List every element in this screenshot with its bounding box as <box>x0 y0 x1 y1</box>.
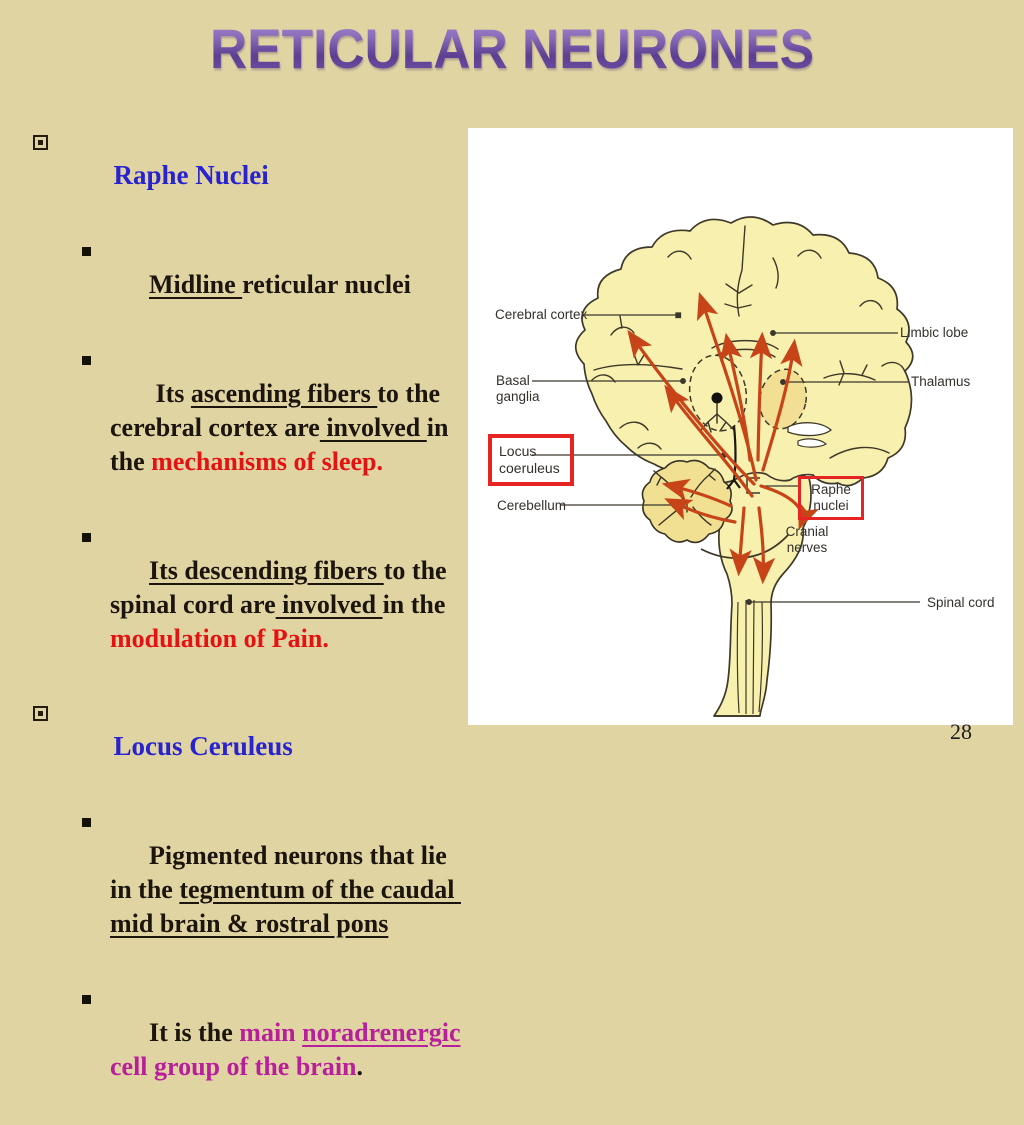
list-item-descending-fibers: Its descending fibers to the spinal cord… <box>0 520 462 690</box>
level1-bullet-icon <box>33 706 48 721</box>
midline-raphe-line <box>726 425 741 490</box>
text-segment: Its descending fibers <box>149 556 384 585</box>
level1-bullet-icon <box>33 135 48 150</box>
text-segment: Midline <box>149 270 243 299</box>
pathway-arrows <box>627 291 820 585</box>
text-segment: mechanisms of sleep. <box>151 447 383 476</box>
label-thalamus: Thalamus <box>911 374 971 389</box>
level2-bullet-icon <box>82 995 91 1004</box>
slide: RETICULAR NEURONES Raphe Nuclei Midline … <box>33 18 1013 1081</box>
text-segment: involved <box>275 590 383 619</box>
text-segment: in the <box>382 590 452 619</box>
cerebrum-shape <box>574 216 914 487</box>
basal-ganglia-region <box>688 354 748 433</box>
list-item-locus-ceruleus: Locus Ceruleus <box>0 697 478 796</box>
text-segment: in the <box>110 413 455 476</box>
text-segment: to the cerebral cortex are <box>110 379 447 442</box>
text-segment: noradrenergic <box>302 1018 461 1047</box>
text-segment: to the spinal cord are <box>110 556 454 619</box>
bullet-inner-square <box>38 711 43 716</box>
list-item-raphe-nuclei: Raphe Nuclei <box>0 126 478 225</box>
text-segment: Its <box>149 379 191 408</box>
bullet-inner-square <box>38 140 43 145</box>
page-title: RETICULAR NEURONES <box>41 18 983 80</box>
bullet-list: Raphe Nuclei Midline reticular nuclei It… <box>0 126 478 1125</box>
text-segment: involved <box>319 413 427 442</box>
label-limbic-lobe: Limbic lobe <box>900 325 969 340</box>
level2-bullet-icon <box>82 533 91 542</box>
brain-figure-svg <box>532 216 920 717</box>
text-segment: . <box>356 1052 364 1081</box>
label-spinal-cord: Spinal cord <box>927 595 995 610</box>
raphe-nuclei-box: Raphe nuclei <box>798 476 864 520</box>
text-segment: main <box>239 1018 303 1047</box>
label-cerebral-cortex: Cerebral cortex <box>495 307 588 322</box>
page-number: 28 <box>950 719 972 744</box>
text-segment: reticular nuclei <box>242 270 411 299</box>
slide-canvas: { "slide": { "title": "RETICULAR NEURONE… <box>33 17 1013 1081</box>
list-item-ascending-fibers: Its ascending fibers to the cerebral cor… <box>0 343 462 513</box>
text-segment: ascending fibers <box>190 379 378 408</box>
heading-text: Raphe Nuclei <box>113 160 269 190</box>
locus-dot <box>711 392 723 404</box>
list-item-noradrenergic: It is the main noradrenergic cell group … <box>0 982 462 1118</box>
label-cranial-nerves: Cranial nerves <box>785 524 829 555</box>
text-segment: modulation of Pain. <box>110 624 329 653</box>
label-raphe-nuclei: Raphe nuclei <box>811 482 851 513</box>
level2-bullet-icon <box>82 247 91 256</box>
text-segment: It is the <box>149 1018 240 1047</box>
level2-bullet-icon <box>82 356 91 365</box>
label-basal-ganglia: Basal ganglia <box>496 373 540 404</box>
brain-diagram: Cerebral cortex Limbic lobe Basal gangli… <box>468 128 1013 725</box>
list-item-pigmented-neurons: Pigmented neurons that lie in the tegmen… <box>0 805 462 975</box>
level2-bullet-icon <box>82 818 91 827</box>
locus-coeruleus-box: Locus coeruleus <box>488 434 574 486</box>
label-cerebellum: Cerebellum <box>497 498 567 513</box>
ventricle-shapes <box>787 422 833 448</box>
heading-text: Locus Ceruleus <box>113 731 293 761</box>
list-item-midline: Midline reticular nuclei <box>0 234 462 336</box>
label-locus-coeruleus: Locus coeruleus <box>499 443 560 476</box>
